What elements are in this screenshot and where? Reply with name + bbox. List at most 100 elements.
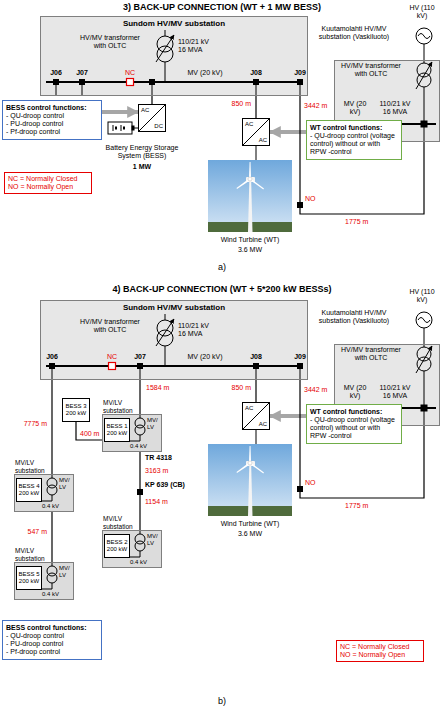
label-text: J09 xyxy=(294,353,306,361)
breaker-symbol xyxy=(137,363,143,369)
label-text: NC xyxy=(125,69,135,77)
label-text: 3163 m xyxy=(145,467,168,475)
label-text: 3.6 MW xyxy=(238,530,262,538)
connector xyxy=(255,380,256,402)
edge-label: 400 m xyxy=(79,430,100,438)
label-text: J08 xyxy=(250,69,262,77)
label-text: HV (110 kV) xyxy=(407,4,437,21)
label-text: 0.4 kV xyxy=(42,503,59,510)
node-text: BESS 5 xyxy=(18,571,39,578)
substation-box: Sundom HV/MV substation xyxy=(40,300,308,380)
hv-substation-symbols xyxy=(418,34,430,39)
node-text: AC xyxy=(259,137,267,143)
converter-box: ACAC xyxy=(242,402,270,430)
breaker-symbol xyxy=(253,79,259,85)
node-text: - PU-droop control xyxy=(6,640,98,648)
node-text: BESS 4 xyxy=(18,483,39,490)
edge-label: 547 m xyxy=(27,528,48,536)
label-text: J08 xyxy=(250,353,262,361)
mv-lv-transformer xyxy=(130,435,140,441)
label-text: HV/MV transformer with OLTC xyxy=(75,34,145,51)
mv-lv-transformer xyxy=(47,485,57,495)
substation-box: Sundom HV/MV substation xyxy=(40,16,308,96)
battery-symbol xyxy=(113,125,114,131)
label-text: 110/21 kV 16 MVA xyxy=(375,100,415,117)
transformer-symbol xyxy=(165,30,166,36)
converter-box: AC DC xyxy=(138,104,166,132)
wind-turbine-photo xyxy=(208,160,292,232)
label-text: 3442 m xyxy=(304,102,327,110)
label-text: 3) BACK-UP CONNECTION (WT + 1 MW BESS) xyxy=(123,2,321,13)
bess-box: BESS 1200 kW xyxy=(104,418,130,442)
mv-lv-transformer xyxy=(42,495,52,501)
wind-turbine-photo xyxy=(256,146,257,160)
label-text: J09 xyxy=(294,69,306,77)
label-text: a) xyxy=(218,262,226,273)
hv-substation-symbols xyxy=(424,371,425,408)
node-text: WT control functions: xyxy=(310,408,398,416)
transformer-symbol xyxy=(156,314,174,366)
converter-box: ACAC xyxy=(242,118,270,146)
node-text: 200 kW xyxy=(66,410,86,417)
mv-lv-transformer xyxy=(135,541,145,551)
wind-turbine-photo xyxy=(208,444,292,516)
node-text: AC xyxy=(141,107,149,113)
label-text: KP 639 (CB) xyxy=(145,481,185,489)
breaker-symbol xyxy=(149,79,155,85)
label-text: MV (20 kV) xyxy=(338,100,372,117)
busbar xyxy=(46,366,302,380)
node-text: 200 kW xyxy=(107,430,127,437)
label-text: 4) BACK-UP CONNECTION (WT + 5*200 kW BES… xyxy=(112,284,331,295)
node-text: NO = Normally Open xyxy=(340,651,420,659)
node-text: BESS control functions: xyxy=(6,624,98,632)
mv-lv-transformer xyxy=(42,583,52,589)
label-text: HV (110 kV) xyxy=(407,288,437,305)
hv-substation-symbols xyxy=(416,312,432,328)
node-text: DC xyxy=(154,123,163,129)
connector xyxy=(255,96,256,118)
breaker-symbol xyxy=(53,79,59,85)
label-text: NO xyxy=(305,479,316,487)
label-text: J07 xyxy=(76,69,88,77)
label-text: 110/21 kV 16 MVA xyxy=(178,38,218,55)
breaker-symbol xyxy=(253,363,259,369)
hv-substation-symbols xyxy=(421,405,427,411)
wind-turbine-photo xyxy=(256,430,257,444)
label-text: 110/21 kV 16 MVA xyxy=(178,322,218,339)
node-text: 200 kW xyxy=(107,546,127,553)
transformer-symbol xyxy=(157,320,173,336)
wind-turbine-photo xyxy=(248,466,253,516)
connector xyxy=(300,96,424,214)
node-text: BESS 3 xyxy=(65,403,86,410)
hv-substation-symbols xyxy=(424,87,425,124)
transformer-symbol xyxy=(156,30,174,82)
wind-turbine-photo xyxy=(248,461,252,465)
hv-substation-symbols xyxy=(418,318,430,323)
breaker-symbol xyxy=(127,79,134,86)
wind-turbine-photo xyxy=(242,118,270,146)
node-text: - QU-droop control (voltage control) wit… xyxy=(310,416,398,440)
label-text: 1775 m xyxy=(345,218,368,226)
note-box: NC = Normally ClosedNO = Normally Open xyxy=(4,172,92,194)
transformer-symbol xyxy=(156,319,174,346)
wind-turbine-photo xyxy=(248,177,252,181)
breaker-symbol xyxy=(49,363,55,369)
wind-turbine-photo xyxy=(248,182,253,232)
battery-symbol xyxy=(132,126,134,130)
node-text: - PU-droop control xyxy=(6,120,98,128)
node-text: 200 kW xyxy=(19,578,39,585)
battery-symbol xyxy=(108,104,166,134)
substation-fill xyxy=(102,530,162,568)
hv-substation-symbols xyxy=(416,62,432,89)
label-text: J07 xyxy=(134,353,146,361)
substation-fill xyxy=(40,300,308,380)
wind-turbine-photo xyxy=(249,446,251,462)
breaker-symbol xyxy=(297,363,303,369)
transformer-symbol xyxy=(165,62,166,82)
label-text: MV/ LV xyxy=(59,565,73,579)
substation-fill xyxy=(14,474,74,512)
label-text: TR 4318 xyxy=(145,454,172,462)
mv-lv-transformer xyxy=(135,425,145,435)
label-text: MV (20 kV) xyxy=(187,69,222,77)
